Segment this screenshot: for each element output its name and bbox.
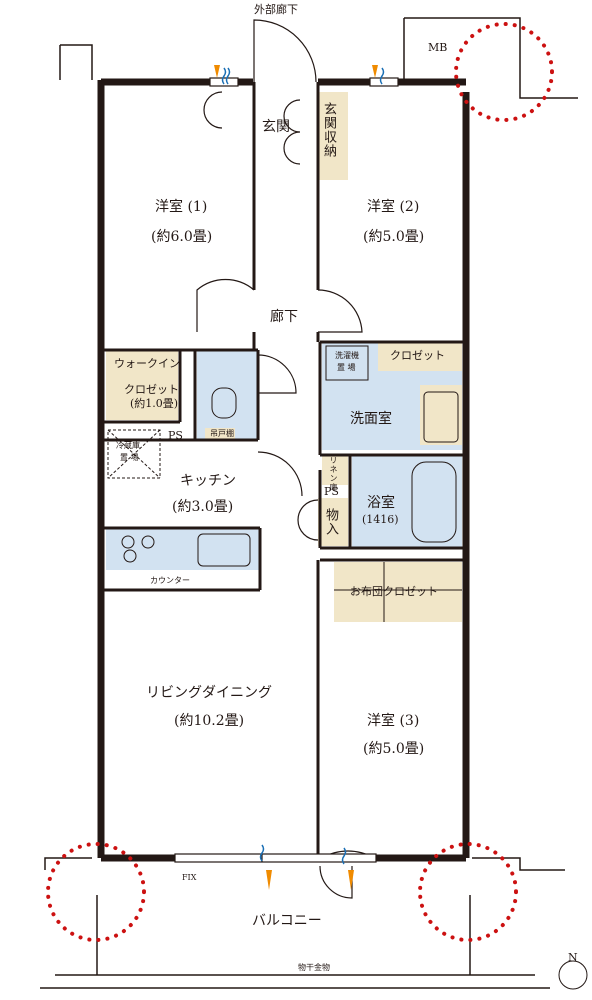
fix-label: FIX [182,873,197,882]
burner2 [141,535,155,549]
entrance-storage-fill [318,92,348,180]
storage-fill [318,498,348,546]
ps-label-2: PS [324,485,339,498]
kitchen-size: (約3.0畳) [172,499,234,515]
walkin-name2: クロゼット [124,383,179,396]
shelf-fill [420,385,462,445]
western2-size: (約5.0畳) [363,229,425,245]
door-toilet [257,354,297,394]
door-storage [297,499,319,541]
thin-outline [40,17,578,989]
toilet-floor [197,350,257,440]
fridge-area [107,429,161,479]
storage-label: 物入 [323,508,338,536]
bath-name: 浴室 [367,495,395,511]
living-name: リビングダイニング [146,685,272,701]
door-closet1 [203,91,223,129]
door-closet2 [283,99,301,165]
living-size: (約10.2畳) [174,713,245,729]
kitchen-name: キッチン [180,473,236,489]
columns [46,22,554,942]
compass-label: N [568,951,578,964]
front-door [253,19,317,83]
compass-icon [558,960,588,990]
western1-name: 洋室 (1) [155,199,208,215]
fridge-line1: 冷蔵庫 [116,441,140,450]
burner1 [121,535,135,549]
cabinet-fill [205,428,235,440]
kitchen-counter-fill [106,528,260,570]
corridor-label: 外部廊下 [254,3,298,16]
walkin-size: (約1.0畳) [130,397,179,410]
counter-label: カウンター [150,576,190,585]
closet-label: クロゼット [390,349,445,362]
windows [174,77,399,863]
ps-label-1: PS [168,429,183,442]
door-kitchen [257,451,303,497]
fixtures [107,345,462,622]
linen-closet-label: リネン庫 [329,456,338,492]
western2-name: 洋室 (2) [367,199,420,215]
balcony-label: バルコニー [252,913,322,929]
linen-fill [322,455,348,485]
burner3 [123,549,137,563]
futon-closet-fill [334,562,462,622]
door-western1 [196,278,255,332]
washroom-label: 洗面室 [350,411,392,427]
bathtub [411,461,457,543]
entrance-storage-label: 玄関収納 [321,102,336,158]
exterior-walls [97,78,470,862]
bath-size: (1416) [362,513,399,526]
fridge-line2: 置 場 [120,453,139,462]
entrance-label: 玄関 [262,119,290,135]
balcony-door [319,865,353,899]
storage-fills [106,92,462,622]
door-western2 [317,289,363,333]
meter-box-label: MB [428,41,448,54]
western3-name: 洋室 (3) [367,713,420,729]
washer-line1: 洗濯機 [335,351,359,360]
washer [325,345,369,381]
western1-size: (約6.0畳) [151,229,213,245]
bath-floor [352,455,462,547]
interior-walls [104,82,466,858]
drying-rack-label: 物干金物 [298,963,330,972]
wall-cabinet-label: 吊戸棚 [210,429,234,438]
basin [423,391,459,443]
hallway-label: 廊下 [270,309,298,325]
washer-line2: 置 場 [337,363,356,372]
toilet [211,387,237,419]
walkin-fill [106,350,178,420]
futon-closet-label: お布団クロゼット [350,585,438,598]
closet-fill [378,343,462,371]
western3-size: (約5.0畳) [363,741,425,757]
ventilation-marks [214,65,385,890]
walkin-name1: ウォークイン [114,357,180,370]
sink [197,533,251,567]
